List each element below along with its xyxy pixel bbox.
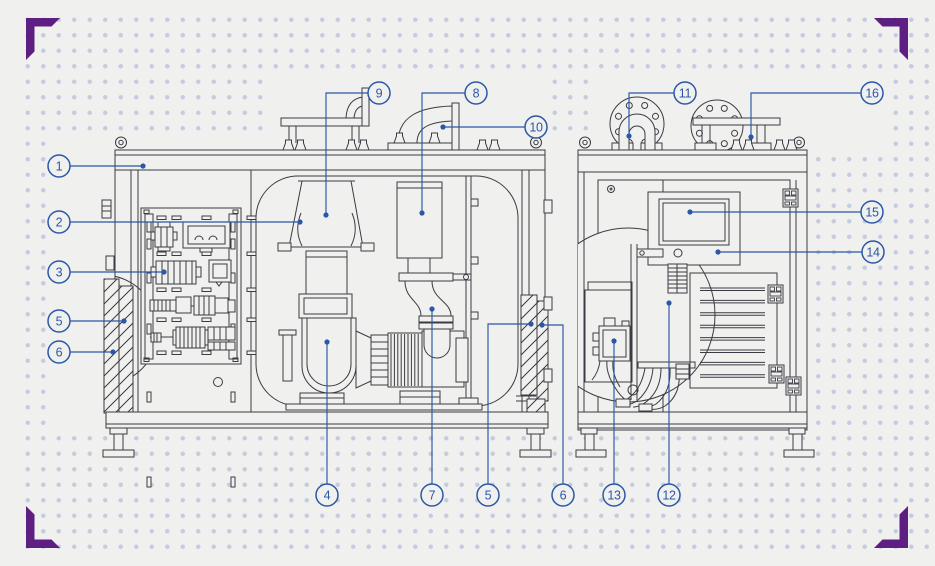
callout-3: 3 (47, 260, 167, 284)
callout-10: 10 (440, 115, 548, 139)
callout-anchor-dot (748, 134, 754, 140)
callout-bubble (551, 483, 575, 507)
callout-bubble (367, 81, 391, 105)
callout-6: 6 (47, 340, 116, 364)
machine-feet (575, 427, 815, 458)
machine-feet (102, 427, 552, 458)
callout-4: 4 (315, 339, 339, 507)
right-filter-panel (516, 294, 549, 414)
callout-bubble (47, 340, 71, 364)
flanged-manifold (690, 99, 781, 153)
callout-5: 5 (476, 321, 534, 507)
callout-number: 8 (473, 86, 480, 100)
side-view-drawing (101, 87, 553, 566)
callout-anchor-dot (715, 249, 721, 255)
callout-5: 5 (47, 309, 127, 333)
callout-number: 5 (56, 314, 63, 328)
callout-bubble (860, 200, 884, 224)
callout-number: 3 (56, 265, 63, 279)
callout-13: 13 (602, 338, 626, 507)
callout-bubble (464, 81, 488, 105)
callout-7: 7 (420, 306, 444, 507)
callout-number: 9 (376, 86, 383, 100)
callout-number: 14 (866, 245, 880, 259)
callout-anchor-dot (324, 339, 330, 345)
gooseneck-vent (609, 96, 665, 152)
corner-bracket-top-right (874, 18, 908, 60)
callout-anchor-dot (297, 219, 303, 225)
corner-bracket-bottom-left (26, 506, 60, 548)
callout-anchor-dot (419, 210, 425, 216)
callout-15: 15 (687, 200, 884, 224)
electrical-panel (140, 207, 317, 566)
callout-8: 8 (419, 81, 488, 216)
callout-number: 7 (429, 488, 436, 502)
callout-anchor-dot (323, 212, 329, 218)
callout-anchor-dot (440, 124, 446, 130)
callout-bubble (524, 115, 548, 139)
callout-number: 13 (607, 488, 621, 502)
roof-platform (280, 87, 370, 143)
left-filter-panel (103, 278, 134, 419)
callout-anchor-dot (611, 338, 617, 344)
callout-14: 14 (715, 240, 885, 264)
callout-anchor-dot (528, 321, 534, 327)
callout-bubble (673, 81, 697, 105)
callout-number: 15 (865, 205, 879, 219)
cable-bundle (591, 360, 680, 412)
callout-9: 9 (323, 81, 391, 218)
callout-bubble (315, 483, 339, 507)
callout-bubble (860, 81, 884, 105)
callout-anchor-dot (121, 318, 127, 324)
callout-number: 11 (679, 86, 692, 100)
callout-number: 12 (662, 488, 676, 502)
callout-anchor-dot (687, 209, 693, 215)
callout-bubble (47, 154, 71, 178)
callout-1: 1 (47, 154, 146, 178)
callout-anchor-dot (140, 163, 146, 169)
callout-anchor-dot (539, 322, 545, 328)
callout-number: 6 (560, 488, 567, 502)
callout-6: 6 (539, 322, 575, 507)
corner-bracket-top-left (26, 18, 60, 60)
callout-anchor-dot (666, 300, 672, 306)
callout-anchor-dot (110, 349, 116, 355)
callout-bubble (47, 309, 71, 333)
callout-number: 2 (56, 215, 63, 229)
callout-bubble (861, 240, 885, 264)
callout-bubble (476, 483, 500, 507)
corner-bracket-bottom-right (874, 506, 908, 548)
discharge-silencer (396, 181, 472, 359)
callout-11: 11 (626, 81, 697, 139)
callout-number: 5 (485, 488, 492, 502)
callout-bubble (47, 260, 71, 284)
callout-bubble (657, 483, 681, 507)
front-view-drawing (575, 96, 815, 458)
callout-anchor-dot (161, 269, 167, 275)
callout-number: 1 (56, 159, 63, 173)
callout-16: 16 (748, 81, 884, 140)
lifting-eye-icon (115, 136, 542, 149)
corner-brackets (26, 18, 908, 548)
louver-vents (689, 272, 778, 389)
hmi-panel (636, 191, 741, 294)
callout-12: 12 (657, 300, 681, 507)
callout-number: 10 (529, 120, 543, 134)
callout-bubble (47, 210, 71, 234)
callout-2: 2 (47, 210, 303, 234)
callout-anchor-dot (626, 133, 632, 139)
callout-bubble (602, 483, 626, 507)
callout-number: 4 (324, 488, 331, 502)
callout-number: 6 (56, 345, 63, 359)
callout-bubble (420, 483, 444, 507)
callout-number: 16 (865, 86, 879, 100)
callout-anchor-dot (429, 306, 435, 312)
